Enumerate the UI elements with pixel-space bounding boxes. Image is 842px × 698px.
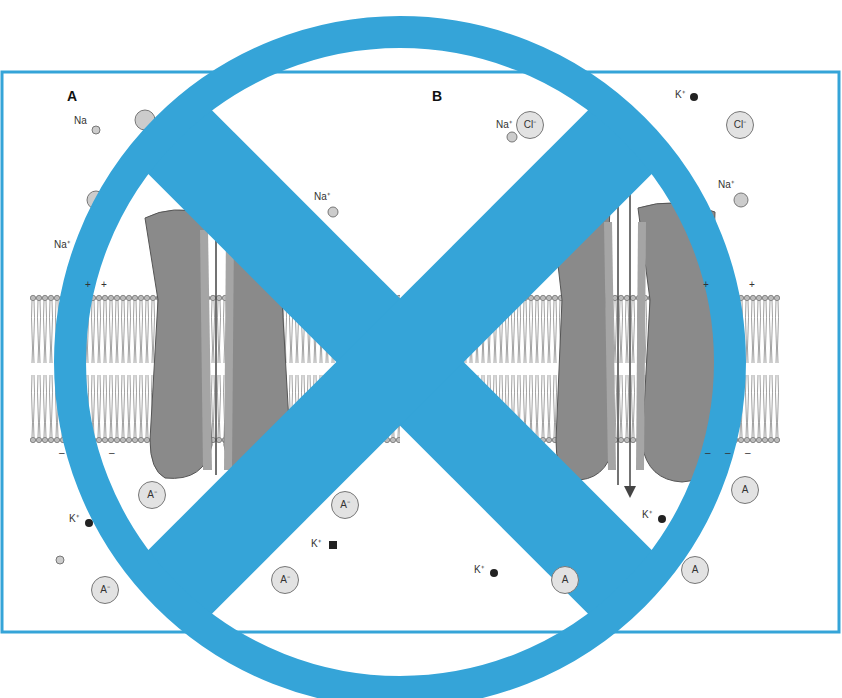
ion-name: Cl⁻ bbox=[524, 120, 536, 130]
ion-circle: A⁻ bbox=[271, 566, 299, 594]
ion-label: Na bbox=[74, 115, 87, 126]
ion-name: A⁻ bbox=[280, 575, 290, 585]
ion-circle: Cl⁻ bbox=[726, 111, 754, 139]
ion-label: Na⁺ bbox=[54, 239, 70, 250]
ion-name: A bbox=[692, 565, 699, 575]
ion-label: + bbox=[703, 279, 709, 290]
ion-label: – bbox=[705, 447, 711, 458]
ion-label: – bbox=[109, 447, 115, 458]
ion-circle: A bbox=[551, 566, 579, 594]
ion-label: K⁺ bbox=[69, 513, 79, 524]
ion-label: K⁺ bbox=[311, 538, 321, 549]
panel-letter: A bbox=[67, 89, 77, 104]
ion-name: A⁻ bbox=[147, 490, 157, 500]
ion-label: + bbox=[749, 279, 755, 290]
prohibition-sign bbox=[60, 22, 740, 698]
ion-circle: A⁻ bbox=[138, 481, 166, 509]
ion-name: Cl⁻ bbox=[734, 120, 746, 130]
ion-label: Na⁺ bbox=[496, 119, 512, 130]
ion-circle: A bbox=[681, 556, 709, 584]
ion-label: Na⁺ bbox=[718, 179, 734, 190]
ion-name: A⁻ bbox=[100, 585, 110, 595]
ion-circle: A bbox=[731, 476, 759, 504]
ion-circle: Cl⁻ bbox=[516, 111, 544, 139]
ion-label: K⁺ bbox=[642, 509, 652, 520]
ion-label: K⁺ bbox=[675, 89, 685, 100]
ion-circle: A⁻ bbox=[331, 491, 359, 519]
ion-label: Na⁺ bbox=[314, 191, 330, 202]
ion-name: A bbox=[562, 575, 569, 585]
ion-label: + bbox=[101, 279, 107, 290]
ion-name: A⁻ bbox=[340, 500, 350, 510]
panel-letter: B bbox=[432, 89, 442, 104]
ion-label: – bbox=[745, 447, 751, 458]
ion-label: + bbox=[85, 279, 91, 290]
ion-circle: A⁻ bbox=[91, 576, 119, 604]
ion-name: A bbox=[742, 485, 749, 495]
ion-label: – bbox=[725, 447, 731, 458]
ion-label: – bbox=[59, 447, 65, 458]
ion-label: K⁺ bbox=[474, 564, 484, 575]
